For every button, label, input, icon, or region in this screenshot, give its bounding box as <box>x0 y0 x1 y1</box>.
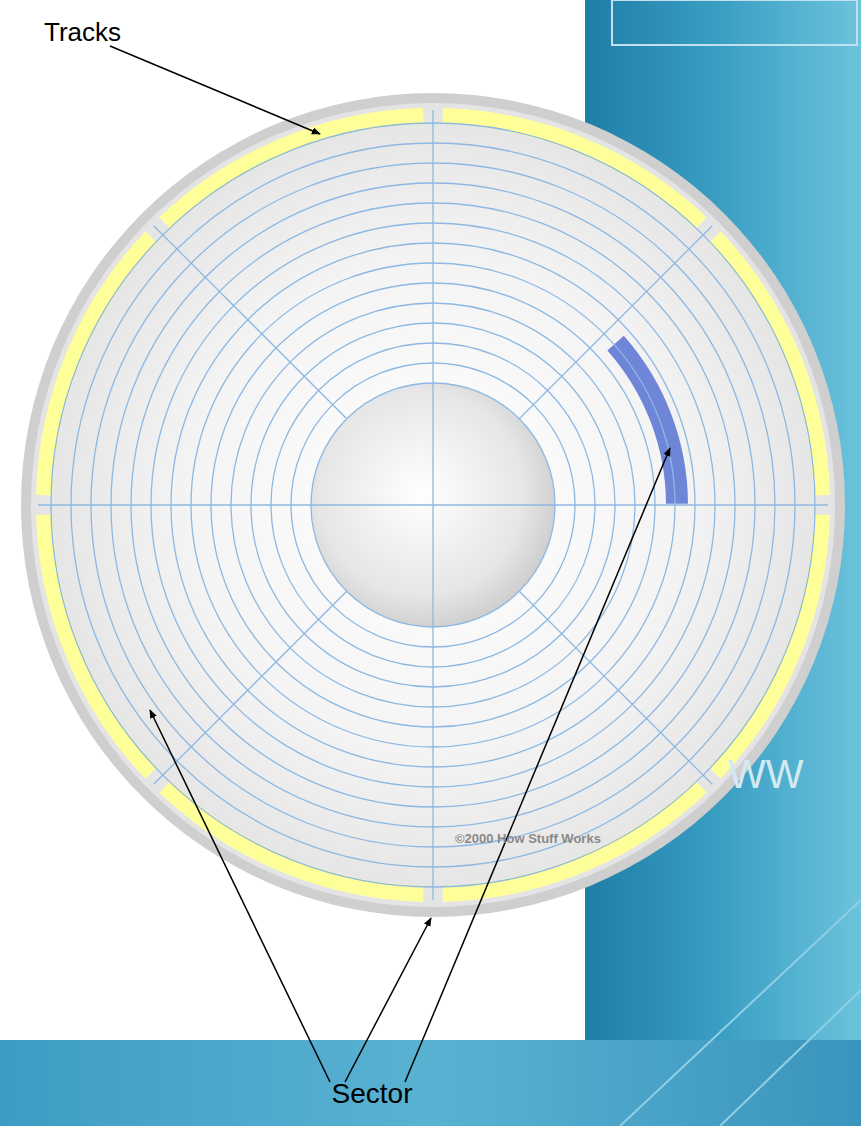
leader-line <box>110 46 320 134</box>
platter-rim <box>21 93 845 917</box>
copyright-note: ©2000 How Stuff Works <box>455 832 601 846</box>
sector-line <box>154 226 347 419</box>
panel-frame <box>612 0 857 45</box>
sector-line <box>519 591 712 784</box>
leader-line <box>405 448 670 1082</box>
watermark: WW <box>728 752 804 796</box>
bottom-band <box>0 1040 861 1126</box>
platter <box>31 103 835 907</box>
part-label: Tracks <box>44 18 121 47</box>
sector-line <box>432 110 433 900</box>
sector-line <box>154 591 347 784</box>
part-label: Sector <box>332 1079 413 1110</box>
sector-line <box>519 226 712 419</box>
leader-line <box>150 710 330 1082</box>
disk-surface <box>36 108 830 902</box>
leader-line <box>345 918 431 1082</box>
panel-streak <box>620 900 861 1126</box>
